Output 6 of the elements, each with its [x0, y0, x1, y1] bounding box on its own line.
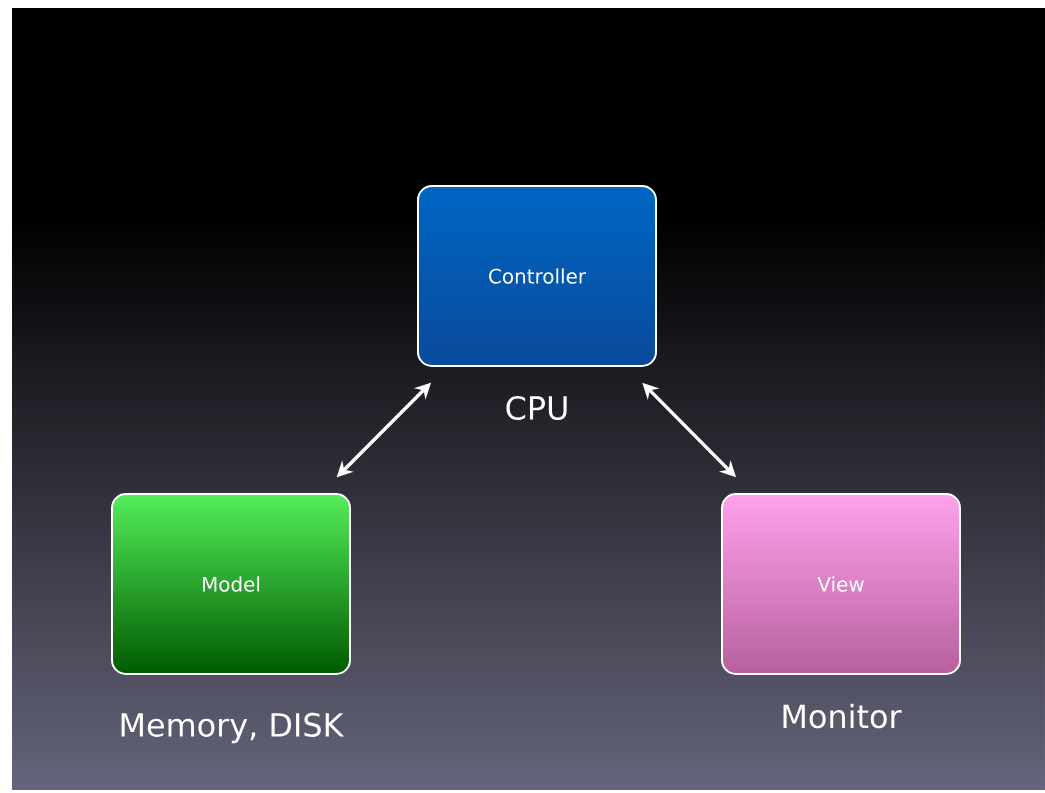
- process-box: View: [721, 493, 961, 675]
- process-box: Model: [111, 493, 351, 675]
- process-box: Controller: [417, 185, 657, 367]
- caption-text: CPU: [506, 395, 567, 421]
- caption-text: Monitor: [783, 703, 902, 729]
- caption-text: Memory, DISK: [121, 712, 345, 744]
